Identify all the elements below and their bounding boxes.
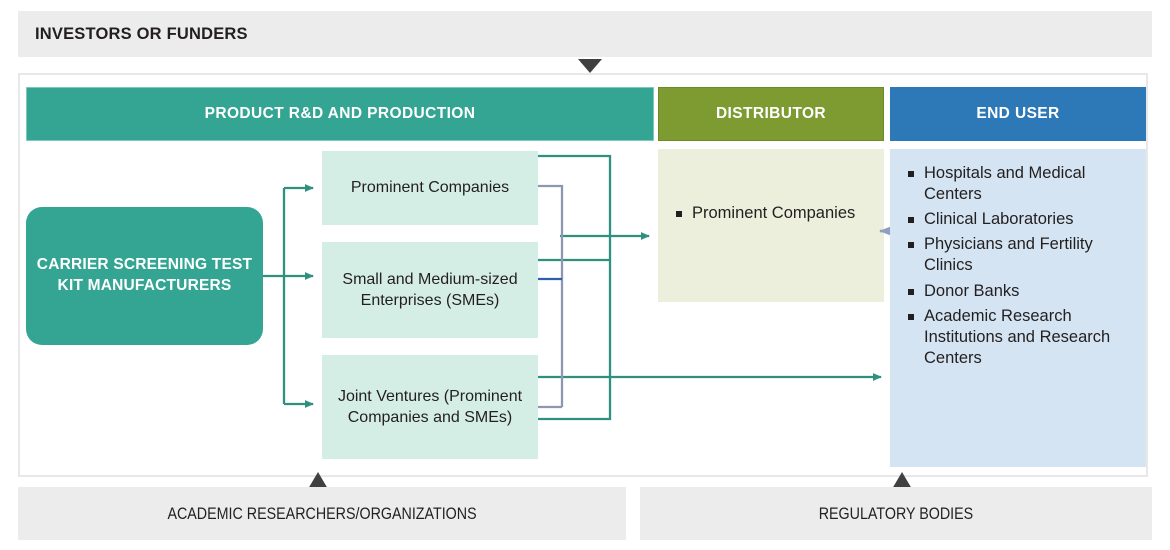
production-box-smes: Small and Medium-sized Enterprises (SMEs… — [322, 242, 538, 338]
investors-or-funders-bar: INVESTORS OR FUNDERS — [18, 11, 1152, 57]
distributor-list: Prominent Companies — [658, 149, 884, 224]
production-box-label: Small and Medium-sized Enterprises (SMEs… — [342, 270, 518, 309]
header-distributor-label: DISTRIBUTOR — [715, 105, 827, 122]
list-item: Donor Banks — [906, 281, 1134, 302]
header-product-rd-and-production: PRODUCT R&D AND PRODUCTION — [26, 87, 654, 141]
investors-or-funders-label: INVESTORS OR FUNDERS — [35, 24, 248, 43]
header-product-rd-label: PRODUCT R&D AND PRODUCTION — [204, 105, 476, 122]
list-item: Clinical Laboratories — [906, 209, 1134, 230]
regulatory-bodies-bar: REGULATORY BODIES — [640, 487, 1152, 540]
academic-researchers-up-arrow-icon — [308, 472, 328, 489]
production-box-label: Prominent Companies — [350, 179, 510, 197]
list-item: Hospitals and Medical Centers — [906, 163, 1134, 205]
production-box-joint-ventures: Joint Ventures (Prominent Companies and … — [322, 355, 538, 459]
distributor-panel: Prominent Companies — [658, 149, 884, 302]
list-item: Academic Research Institutions and Resea… — [906, 306, 1134, 369]
investors-down-arrow-icon — [578, 59, 602, 73]
regulatory-bodies-label: REGULATORY BODIES — [818, 503, 974, 523]
production-box-prominent-companies: Prominent Companies — [322, 151, 538, 225]
academic-researchers-label: ACADEMIC RESEARCHERS/ORGANIZATIONS — [167, 503, 477, 523]
header-end-user: END USER — [890, 87, 1146, 141]
regulatory-bodies-up-arrow-icon — [892, 472, 912, 489]
end-user-list: Hospitals and Medical Centers Clinical L… — [890, 149, 1146, 369]
production-box-label: Joint Ventures (Prominent Companies and … — [337, 387, 523, 426]
academic-researchers-bar: ACADEMIC RESEARCHERS/ORGANIZATIONS — [18, 487, 626, 540]
manufacturers-label: CARRIER SCREENING TEST KIT MANUFACTURERS — [36, 256, 253, 294]
header-distributor: DISTRIBUTOR — [658, 87, 884, 141]
header-end-user-label: END USER — [976, 105, 1060, 122]
end-user-panel: Hospitals and Medical Centers Clinical L… — [890, 149, 1146, 467]
list-item: Prominent Companies — [674, 203, 872, 224]
list-item: Physicians and Fertility Clinics — [906, 234, 1134, 276]
carrier-screening-test-kit-manufacturers-box: CARRIER SCREENING TEST KIT MANUFACTURERS — [26, 207, 263, 345]
